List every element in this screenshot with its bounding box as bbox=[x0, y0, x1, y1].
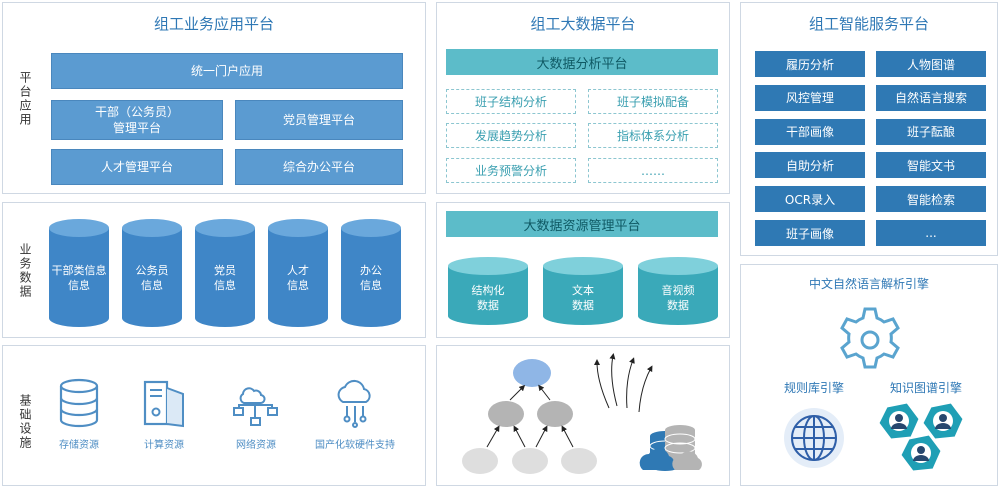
service-item: 履历分析 bbox=[755, 51, 865, 77]
tree-graph-illustration bbox=[462, 353, 702, 474]
data-cylinder: 党员 信息 bbox=[195, 219, 255, 327]
resource-cylinder-label: 文本 数据 bbox=[572, 284, 594, 313]
service-item: 干部画像 bbox=[755, 118, 865, 145]
analysis-item: 班子结构分析 bbox=[446, 89, 576, 114]
rule-engine-label: 规则库引擎 bbox=[783, 381, 844, 395]
app-platform-title: 组工业务应用平台 bbox=[153, 15, 274, 33]
talent-platform-box: 人才管理平台 bbox=[51, 149, 223, 185]
resource-cylinder-label: 音视频 数据 bbox=[661, 284, 695, 313]
office-platform-box: 综合办公平台 bbox=[235, 149, 403, 185]
data-cylinder-label: 干部类信息 信息 bbox=[51, 264, 107, 293]
cylinder-shape bbox=[448, 257, 528, 325]
analysis-item: 班子模拟配备 bbox=[588, 89, 718, 114]
data-cylinder-label: 人才 信息 bbox=[287, 264, 309, 293]
service-item: 班子画像 bbox=[755, 220, 865, 246]
nlp-engine-title: 中文自然语言解析引擎 bbox=[808, 277, 929, 291]
analysis-item: …… bbox=[588, 158, 718, 183]
network-icon bbox=[233, 387, 278, 426]
cylinder-shape bbox=[195, 219, 255, 327]
tech-illustration-panel bbox=[436, 345, 730, 486]
knowledge-graph-icon bbox=[878, 402, 964, 472]
app-platform-panel: 组工业务应用平台 平台应用 统一门户应用 干部（公务员） 管理平台 党员管理平台… bbox=[2, 2, 426, 194]
cylinder-shape bbox=[341, 219, 401, 327]
business-data-panel: 业务数据 干部类信息 信息公务员 信息 党员 信息 人才 信息 办公 信息 bbox=[2, 202, 426, 338]
data-cylinder: 公务员 信息 bbox=[122, 219, 182, 327]
globe-icon bbox=[784, 408, 844, 468]
data-cylinder-label: 办公 信息 bbox=[360, 264, 382, 293]
bigdata-platform-panel: 组工大数据平台 大数据分析平台 班子结构分析 班子模拟配备 发展趋势分析 指标体… bbox=[436, 2, 730, 194]
resource-cylinder: 音视频 数据 bbox=[638, 257, 718, 325]
portal-box: 统一门户应用 bbox=[51, 53, 403, 89]
service-item: OCR录入 bbox=[755, 186, 865, 213]
cloud-icon bbox=[337, 379, 371, 428]
server-icon bbox=[143, 380, 184, 428]
cadre-platform-box: 干部（公务员） 管理平台 bbox=[51, 100, 223, 140]
compute-label: 计算资源 bbox=[144, 440, 184, 451]
service-item: 风控管理 bbox=[755, 84, 865, 111]
cylinder-shape bbox=[122, 219, 182, 327]
party-platform-box: 党员管理平台 bbox=[235, 100, 403, 140]
cylinder-shape bbox=[49, 219, 109, 327]
resource-platform-panel: 大数据资源管理平台 结构化 数据 文本 数据 音视频 数据 bbox=[436, 202, 730, 338]
service-item: ... bbox=[876, 220, 986, 246]
database-icon bbox=[59, 378, 99, 428]
infrastructure-panel: 基础设施 存储资源 计算资源 网络资源 bbox=[2, 345, 426, 486]
kg-engine-label: 知识图谱引擎 bbox=[889, 381, 962, 395]
smart-service-panel: 组工智能服务平台 履历分析人物图谱风控管理自然语言搜索干部画像班子酝酿自助分析智… bbox=[740, 2, 998, 256]
data-cylinder-label: 公务员 信息 bbox=[135, 264, 169, 293]
analysis-item: 发展趋势分析 bbox=[446, 123, 576, 148]
data-cylinder: 办公 信息 bbox=[341, 219, 401, 327]
domestic-hw-label: 国产化软硬件支持 bbox=[315, 440, 395, 451]
resource-cylinder: 结构化 数据 bbox=[448, 257, 528, 325]
analysis-item: 指标体系分析 bbox=[588, 123, 718, 148]
service-item: 自然语言搜索 bbox=[876, 84, 986, 111]
service-item: 智能文书 bbox=[876, 152, 986, 179]
infrastructure-label: 基础设施 bbox=[18, 394, 32, 450]
bigdata-platform-title: 组工大数据平台 bbox=[530, 15, 636, 33]
data-cylinder: 干部类信息 信息 bbox=[49, 219, 109, 327]
smart-service-title: 组工智能服务平台 bbox=[808, 15, 929, 33]
service-item: 人物图谱 bbox=[876, 51, 986, 77]
storage-label: 存储资源 bbox=[59, 440, 99, 451]
data-cylinder-label: 党员 信息 bbox=[214, 264, 236, 293]
network-label: 网络资源 bbox=[236, 440, 276, 451]
platform-app-label: 平台应用 bbox=[18, 71, 32, 127]
analysis-item: 业务预警分析 bbox=[446, 158, 576, 183]
cylinder-shape bbox=[543, 257, 623, 325]
cylinder-shape bbox=[638, 257, 718, 325]
nlp-engine-panel: 中文自然语言解析引擎 规则库引擎 知识图谱引擎 bbox=[740, 264, 998, 486]
analysis-platform-bar: 大数据分析平台 bbox=[446, 49, 718, 75]
service-item: 班子酝酿 bbox=[876, 118, 986, 145]
data-cylinder: 人才 信息 bbox=[268, 219, 328, 327]
resource-cylinder: 文本 数据 bbox=[543, 257, 623, 325]
resource-cylinder-label: 结构化 数据 bbox=[471, 284, 505, 313]
service-item: 自助分析 bbox=[755, 152, 865, 179]
service-item: 智能检索 bbox=[876, 186, 986, 213]
business-data-label: 业务数据 bbox=[18, 243, 32, 299]
gear-icon bbox=[840, 307, 900, 369]
cylinder-shape bbox=[268, 219, 328, 327]
resource-platform-bar: 大数据资源管理平台 bbox=[446, 211, 718, 237]
